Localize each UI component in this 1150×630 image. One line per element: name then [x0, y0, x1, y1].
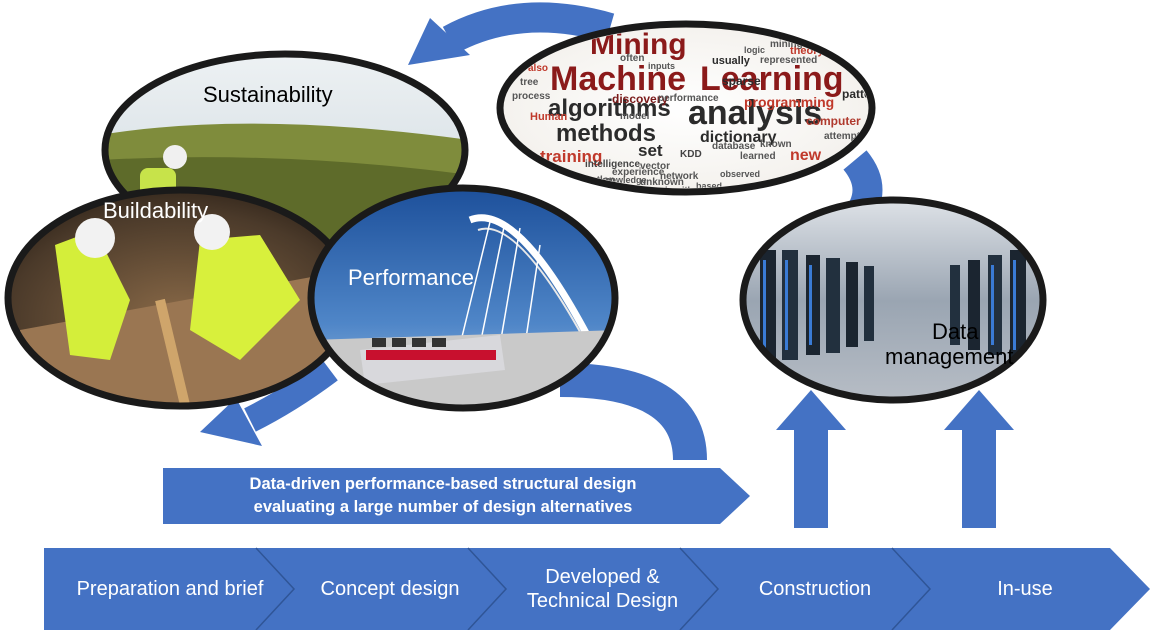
word-cloud-word: tree — [520, 77, 539, 88]
word-cloud-word: usually — [712, 55, 750, 67]
word-cloud-word: unknown — [640, 177, 684, 188]
word-cloud-word: database — [712, 141, 756, 152]
design-banner: Data-driven performance-based structural… — [163, 468, 723, 524]
word-cloud-word: attempt — [824, 131, 861, 142]
up-arrow-in-use — [944, 390, 1014, 528]
word-cloud-word: set — [638, 141, 663, 160]
word-cloud-word: dictionary — [700, 129, 777, 146]
data-management-label-line2: management — [885, 344, 1014, 369]
word-cloud-word: programming — [744, 94, 835, 110]
stage-chevrons — [44, 547, 1150, 630]
word-cloud-word: discovery — [612, 92, 669, 106]
arrowhead-left-down — [200, 398, 262, 446]
up-arrow-construction — [776, 390, 846, 528]
stage-concept-label: Concept design — [320, 578, 460, 600]
stage-chevron-3 — [468, 548, 718, 630]
word-cloud-word: vector — [640, 161, 671, 172]
word-cloud-word: experience — [612, 167, 665, 178]
stage-chevron-1 — [44, 548, 294, 630]
word-cloud-word: methods — [556, 120, 657, 147]
banner-line-1: Data-driven performance-based structural… — [249, 475, 637, 493]
stage-in-use-label: In-use — [997, 578, 1053, 600]
word-cloud-word: training — [540, 147, 603, 166]
data-management-label-line1: Data — [932, 319, 979, 344]
stage-chevron-4 — [680, 548, 930, 630]
sustainability-label: Sustainability — [203, 82, 333, 107]
word-cloud-word: algorithms — [548, 95, 671, 122]
word-cloud-word: model — [620, 111, 650, 122]
performance-label: Performance — [348, 265, 474, 290]
curved-arrow-top-left — [442, 2, 615, 54]
word-cloud-word: theory — [790, 45, 824, 57]
word-cloud-word: process — [512, 91, 551, 102]
curved-arrow-performance-down — [559, 363, 707, 461]
word-cloud-word: also — [528, 63, 549, 74]
stage-chevron-5 — [892, 548, 1150, 630]
word-cloud-word: new — [790, 147, 822, 164]
word-cloud-word: intelligence — [585, 159, 641, 170]
word-cloud-word: performance — [658, 93, 719, 104]
word-cloud-word: algorithm — [660, 186, 701, 189]
word-cloud-word: learned — [740, 151, 776, 162]
stage-developed-label: Developed & Technical Design — [526, 566, 679, 612]
word-cloud-word: KDD — [680, 149, 702, 160]
buildability-label: Buildability — [103, 198, 209, 223]
word-cloud-word: patterns — [842, 88, 868, 100]
banner-line-2: evaluating a large number of design alte… — [253, 498, 633, 516]
word-cloud-word: mining — [770, 39, 803, 50]
word-cloud-word: analysis — [688, 94, 823, 132]
stage-chevron-2 — [256, 548, 506, 630]
word-cloud-word: knowledge — [600, 175, 647, 185]
stage-preparation-label: Preparation and brief — [76, 578, 264, 600]
word-cloud-word: logic — [744, 45, 766, 55]
word-cloud-word: computer — [806, 114, 861, 128]
word-cloud-word: Human — [530, 111, 568, 123]
word-cloud-word: observed — [720, 169, 761, 179]
word-cloud-word: Machine — [550, 60, 687, 98]
data-management-circle — [739, 196, 1047, 404]
word-cloud-word: sparse — [722, 74, 761, 88]
stage-construction-label: Construction — [758, 578, 872, 600]
word-cloud-word: inputs — [648, 61, 675, 71]
arrowhead-top-left — [408, 18, 470, 65]
word-cloud-word: network — [660, 171, 699, 182]
word-cloud-word: Learning — [700, 60, 844, 98]
word-cloud-word: often — [620, 53, 645, 64]
banner-arrow-shape — [163, 468, 750, 524]
word-cloud-word: represented — [760, 55, 818, 66]
word-cloud-word: based — [696, 181, 723, 191]
word-cloud-circle — [496, 20, 876, 196]
curved-arrow-left-down — [244, 359, 338, 432]
buildability-circle — [4, 186, 356, 410]
word-cloud-word: known — [760, 139, 792, 150]
